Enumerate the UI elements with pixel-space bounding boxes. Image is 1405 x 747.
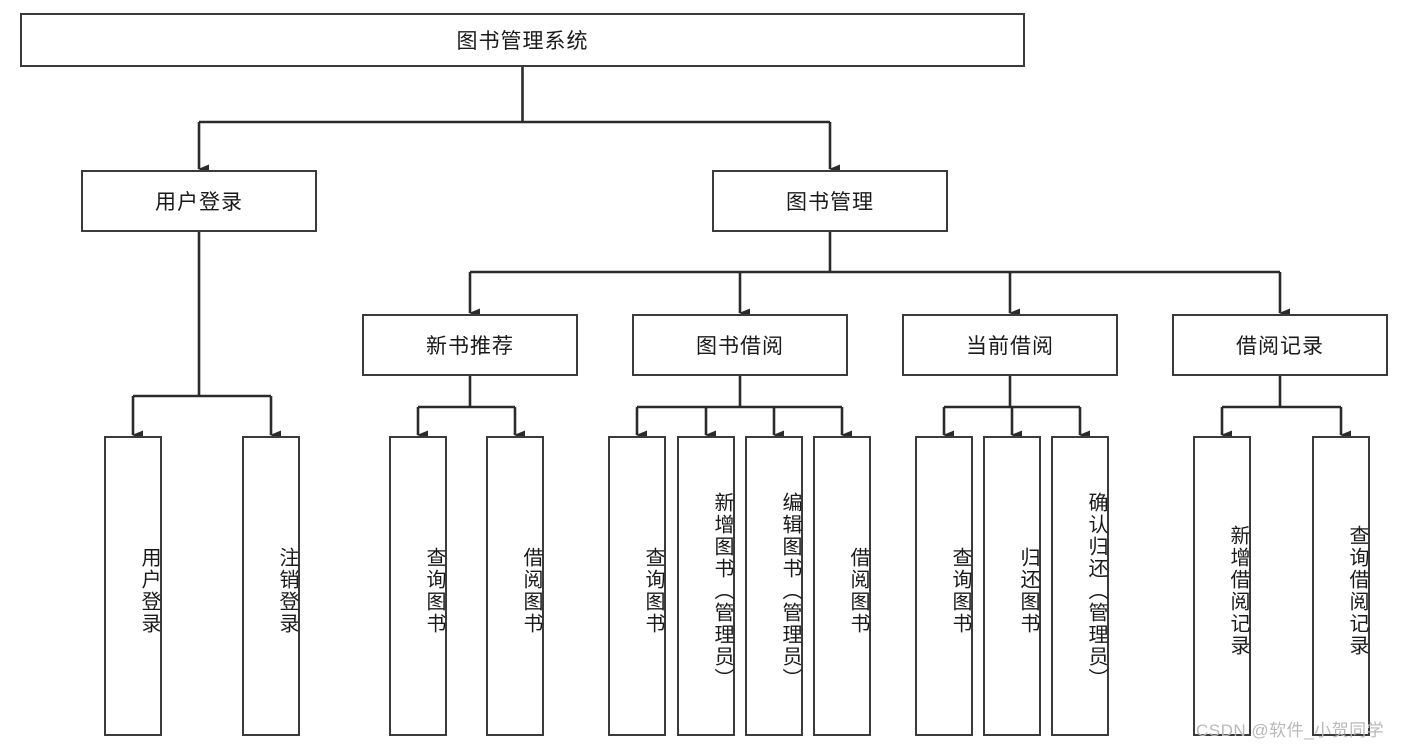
node-new-book-recommend[interactable]: 新书推荐 (362, 314, 578, 376)
leaf-edit-book-admin[interactable]: 编辑图书（管理员） (745, 436, 803, 736)
node-label: 图书管理系统 (456, 30, 589, 53)
leaf-borrow-book[interactable]: 借阅图书 (813, 436, 871, 736)
leaf-query-book-borrow[interactable]: 查询图书 (608, 436, 666, 736)
node-book-management[interactable]: 图书管理 (712, 170, 948, 232)
node-user-login[interactable]: 用户登录 (81, 170, 317, 232)
node-label: 当前借阅 (966, 335, 1054, 358)
node-label: 新增图书（管理员） (711, 492, 733, 690)
node-label: 用户登录 (138, 547, 160, 635)
node-label: 查询图书 (642, 547, 664, 635)
node-label: 编辑图书（管理员） (779, 492, 801, 690)
leaf-borrow-book-recommend[interactable]: 借阅图书 (486, 436, 544, 736)
node-label: 注销登录 (276, 547, 298, 635)
node-root[interactable]: 图书管理系统 (20, 13, 1025, 67)
node-label: 用户登录 (155, 191, 243, 214)
leaf-user-login[interactable]: 用户登录 (104, 436, 162, 736)
node-label: 借阅记录 (1236, 335, 1324, 358)
node-label: 查询借阅记录 (1346, 525, 1368, 657)
node-label: 借阅图书 (847, 547, 869, 635)
leaf-user-logout[interactable]: 注销登录 (242, 436, 300, 736)
node-label: 新增借阅记录 (1227, 525, 1249, 657)
node-label: 新书推荐 (426, 335, 514, 358)
leaf-query-book-current[interactable]: 查询图书 (915, 436, 973, 736)
node-label: 归还图书 (1017, 547, 1039, 635)
leaf-query-borrow-record[interactable]: 查询借阅记录 (1312, 436, 1370, 736)
leaf-add-book-admin[interactable]: 新增图书（管理员） (677, 436, 735, 736)
node-label: 查询图书 (423, 547, 445, 635)
leaf-add-borrow-record[interactable]: 新增借阅记录 (1193, 436, 1251, 736)
node-label: 图书借阅 (696, 335, 784, 358)
node-label: 确认归还（管理员） (1085, 492, 1107, 690)
leaf-return-book[interactable]: 归还图书 (983, 436, 1041, 736)
csdn-watermark: CSDN @软件_小贺同学 (1196, 721, 1385, 740)
node-label: 查询图书 (949, 547, 971, 635)
node-label: 图书管理 (786, 191, 874, 214)
leaf-confirm-return-admin[interactable]: 确认归还（管理员） (1051, 436, 1109, 736)
node-borrow-record[interactable]: 借阅记录 (1172, 314, 1388, 376)
node-label: 借阅图书 (520, 547, 542, 635)
node-current-borrow[interactable]: 当前借阅 (902, 314, 1118, 376)
leaf-query-book-recommend[interactable]: 查询图书 (389, 436, 447, 736)
node-book-borrow[interactable]: 图书借阅 (632, 314, 848, 376)
